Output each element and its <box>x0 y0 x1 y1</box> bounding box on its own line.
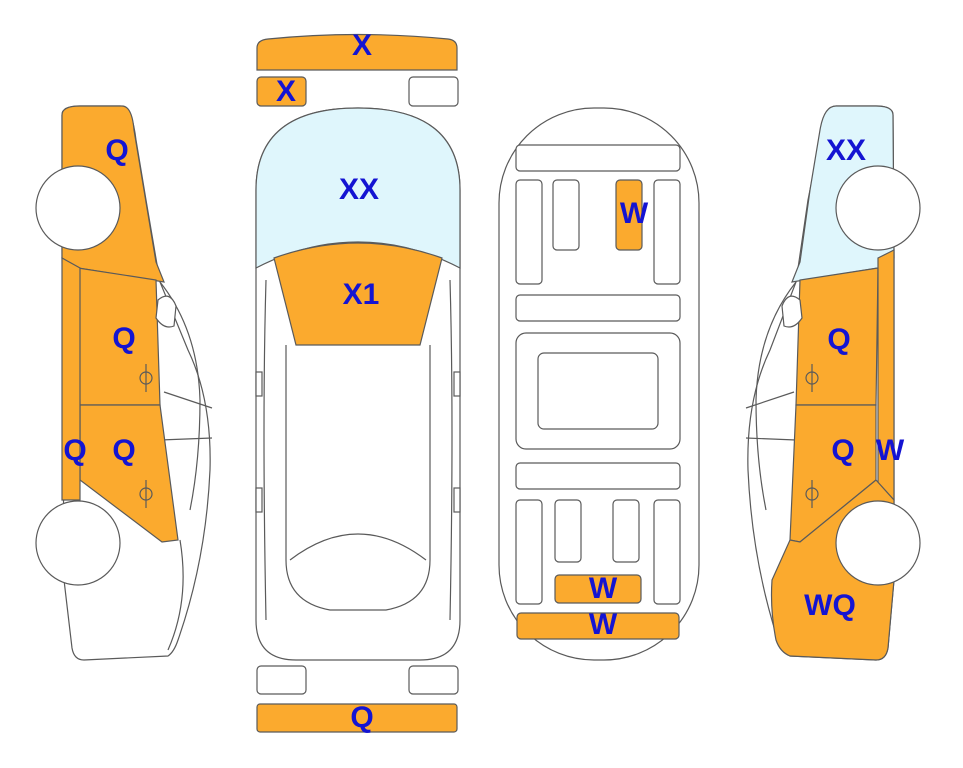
ub-trunk-upper-panel <box>554 574 642 604</box>
left-front-door-handle <box>139 364 153 392</box>
rear-right-light-panel <box>408 665 459 695</box>
left-front-wheel <box>35 165 121 251</box>
ub-front-left-inner <box>552 179 580 251</box>
right-rear-door-label: Q <box>831 434 854 467</box>
ub-front-bar <box>515 144 681 172</box>
rear-bumper-label: Q <box>350 701 373 734</box>
left-front-door-label: Q <box>112 322 135 355</box>
ub-rear-bar <box>515 462 681 490</box>
roof-panel-label: W <box>620 197 649 230</box>
ub-center-box <box>537 352 659 430</box>
hood-label: X1 <box>343 278 380 311</box>
left-rear-line <box>167 539 184 651</box>
right-mirror <box>781 295 803 328</box>
front-left-light-panel <box>256 76 307 107</box>
right-front-door-handle <box>805 364 819 392</box>
left-window-divider <box>163 391 213 409</box>
right-window-line <box>755 281 797 511</box>
top-cabin-outline <box>285 345 431 611</box>
ub-rear-right-rail <box>653 499 681 605</box>
trunk-upper-label: W <box>589 572 618 605</box>
ub-roof-panel <box>615 179 643 251</box>
right-rear-door-handle <box>805 480 819 508</box>
ub-front-left-rail <box>515 179 543 285</box>
left-sill-label: Q <box>63 434 86 467</box>
hood-panel <box>273 242 443 346</box>
ub-rear-left-rail <box>515 499 543 605</box>
front-left-light-label: X <box>276 75 296 108</box>
right-window-divider <box>745 391 795 409</box>
right-front-wheel <box>835 165 921 251</box>
ub-rear-left-inner <box>554 499 582 563</box>
top-right-side-line <box>449 279 453 621</box>
windshield-panel <box>255 107 461 269</box>
underbody-view <box>498 107 700 661</box>
front-bumper-label: X <box>352 29 372 62</box>
left-rear-wheel <box>35 500 121 586</box>
top-left-handle <box>255 487 263 513</box>
ub-trunk-lower-panel <box>516 612 680 640</box>
left-sill-panel <box>61 256 81 501</box>
left-window-line <box>159 281 201 511</box>
damage-labels: X X XX X1 Q W W W Q Q Q Q XX Q Q W WQ <box>63 29 905 734</box>
left-rear-door-label: Q <box>112 434 135 467</box>
trunk-lower-label: W <box>589 608 618 641</box>
top-right-handle <box>453 487 461 513</box>
right-glass-label: XX <box>826 134 866 167</box>
top-view <box>255 33 461 733</box>
ub-front-right-rail <box>653 179 681 285</box>
front-right-light-panel <box>408 76 459 107</box>
right-side-view <box>745 105 921 661</box>
right-front-door-label: Q <box>827 323 850 356</box>
top-left-mirror <box>255 371 263 397</box>
left-side-view <box>35 105 213 661</box>
right-quarter-label: WQ <box>804 589 856 622</box>
left-mirror <box>155 295 177 328</box>
top-left-side-line <box>263 279 267 621</box>
top-rear-window-line <box>289 533 427 561</box>
left-window-divider-2 <box>159 437 213 441</box>
rear-bumper-panel <box>256 703 458 733</box>
right-pillar-label: W <box>876 434 905 467</box>
rear-left-light-panel <box>256 665 307 695</box>
right-window-divider-2 <box>745 437 797 441</box>
top-right-mirror <box>453 371 461 397</box>
left-fender-label: Q <box>105 134 128 167</box>
ub-rear-right-inner <box>612 499 640 563</box>
left-rear-door-handle <box>139 480 153 508</box>
windshield-label: XX <box>339 173 379 206</box>
front-bumper-panel <box>256 33 458 71</box>
ub-mid-bar <box>515 294 681 322</box>
right-rear-wheel <box>835 500 921 586</box>
